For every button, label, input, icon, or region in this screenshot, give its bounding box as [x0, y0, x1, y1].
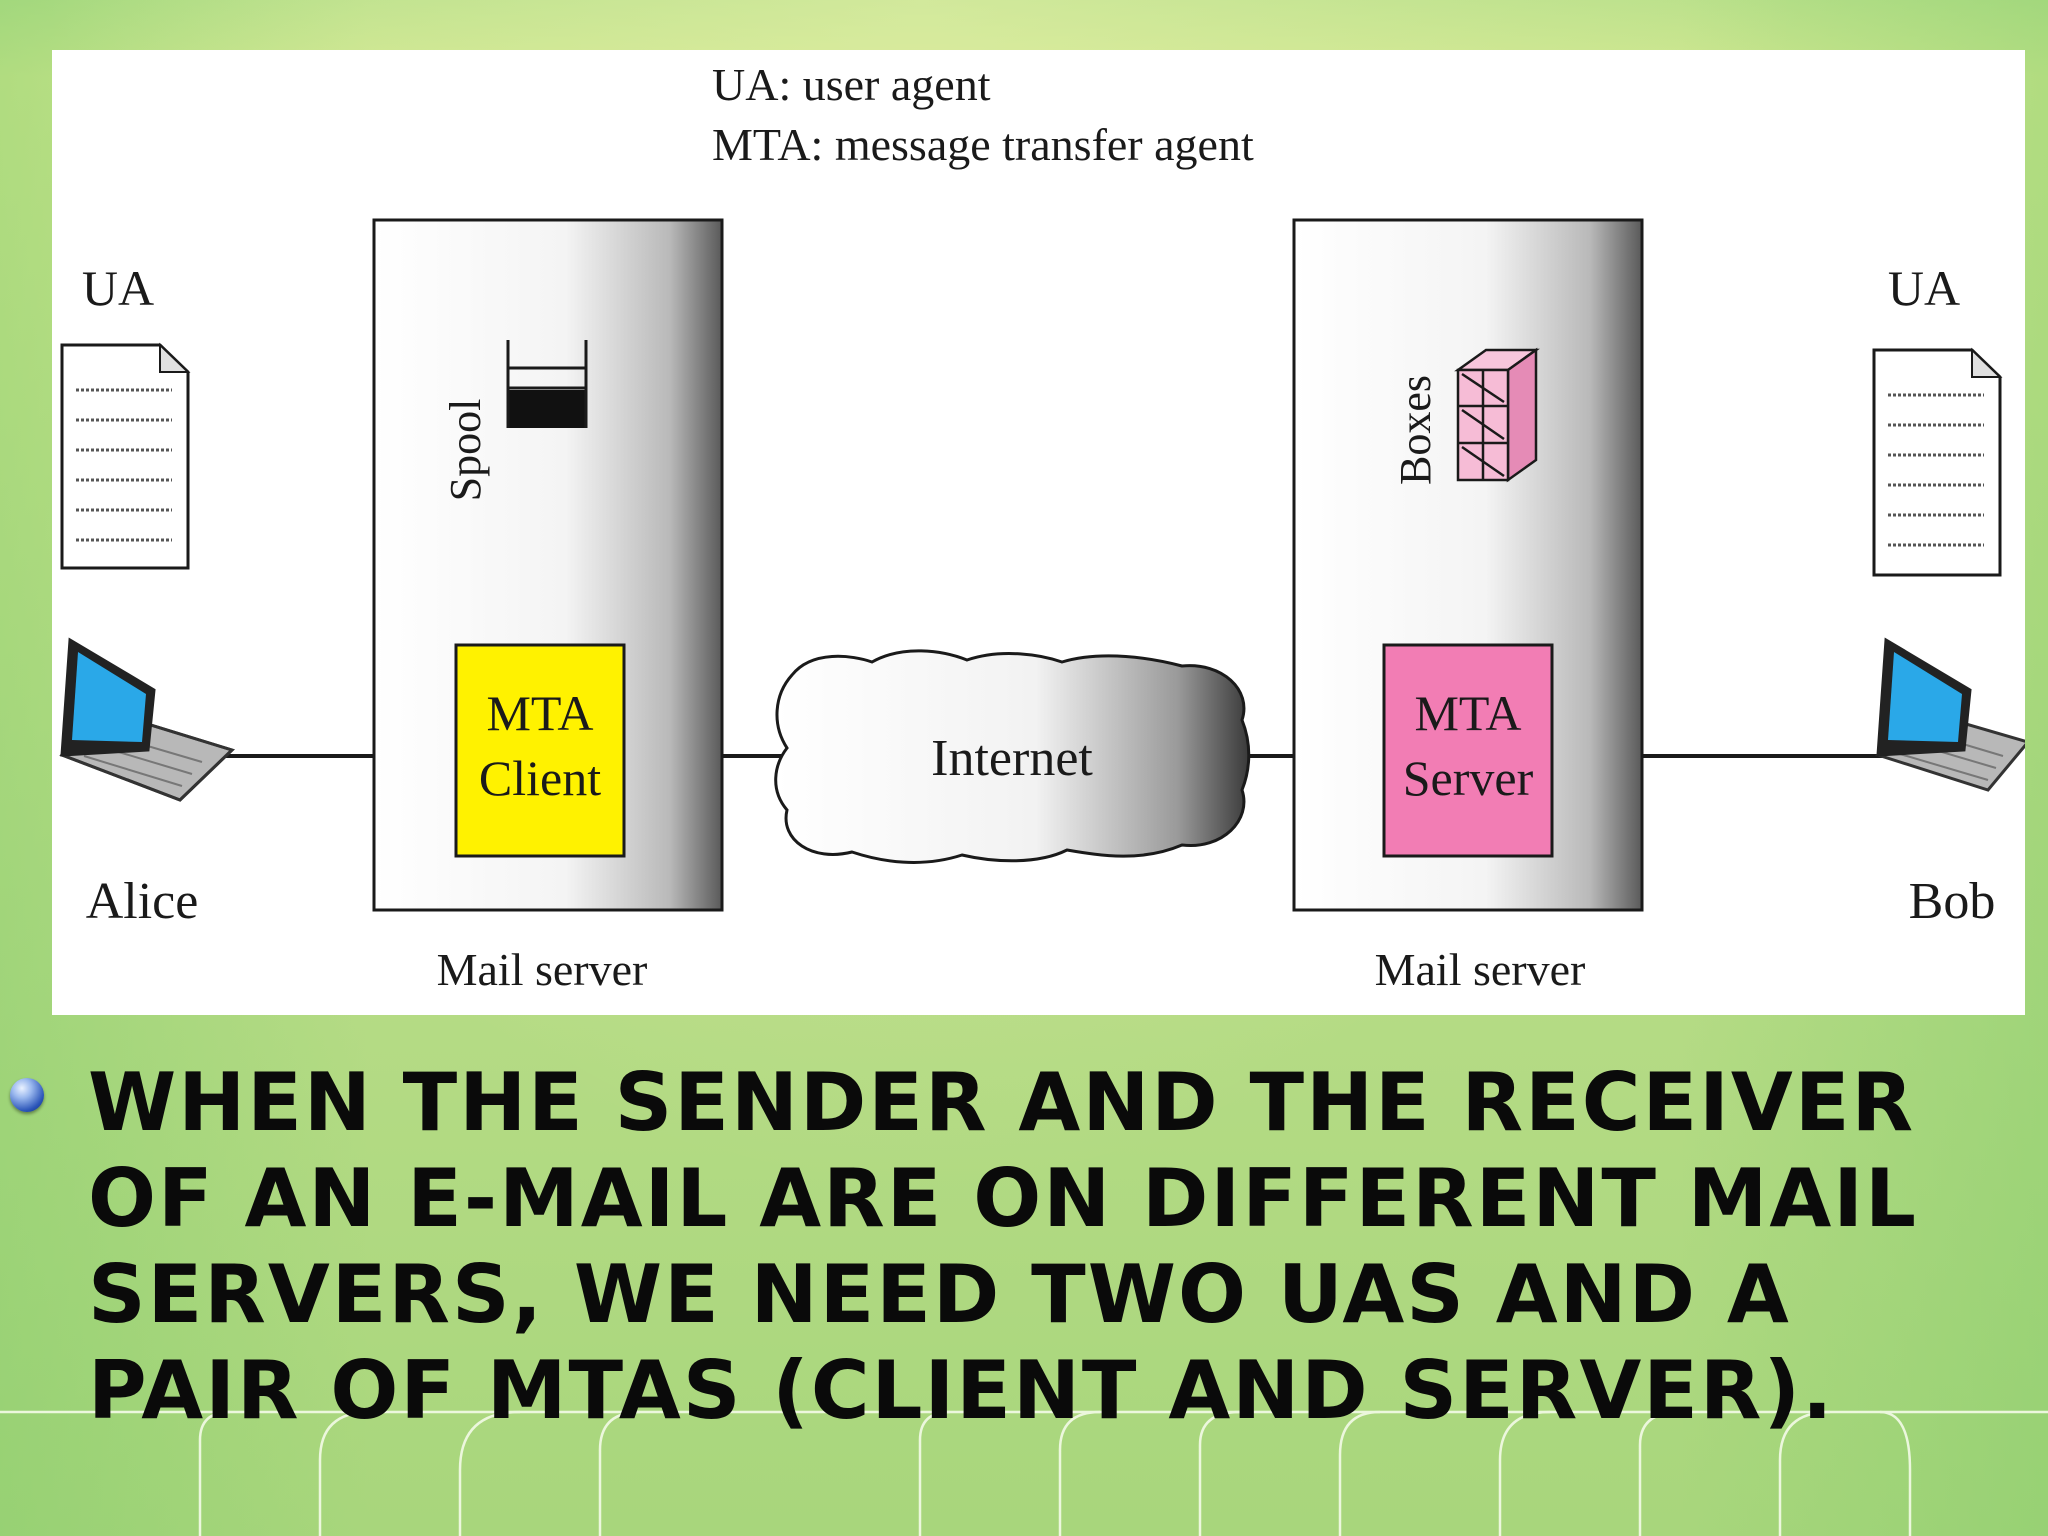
alice-laptop-icon [59, 637, 235, 802]
mailboxes-icon [1454, 347, 1540, 483]
bob-laptop-icon [1875, 637, 2025, 792]
internet-cloud [774, 649, 1251, 864]
mta-client-line1: MTA [486, 685, 593, 741]
mta-server-line1: MTA [1414, 685, 1521, 741]
receiver-ua-label: UA [1888, 260, 1960, 316]
legend-ua: UA: user agent [712, 59, 991, 110]
sender-ua-label: UA [82, 260, 154, 316]
decorative-lines [0, 1410, 2048, 1536]
mta-client-line2: Client [479, 750, 601, 806]
email-architecture-diagram: UA: user agent MTA: message transfer age… [52, 50, 2025, 1015]
legend-mta: MTA: message transfer agent [712, 119, 1254, 170]
receiver-ua-document-icon [1872, 347, 2003, 577]
sender-mail-server-label: Mail server [437, 944, 648, 995]
internet-label: Internet [931, 730, 1093, 787]
sender-spool-label: Spool [441, 399, 490, 502]
sender-ua-document-icon [60, 342, 191, 570]
slide-caption: When the sender and the receiver of an e… [88, 1056, 1919, 1437]
diagram-canvas: UA: user agent MTA: message transfer age… [59, 59, 2025, 995]
mta-client-box [454, 643, 626, 858]
receiver-mail-server-label: Mail server [1375, 944, 1586, 995]
bullet-icon [10, 1078, 44, 1112]
alice-label: Alice [86, 873, 199, 930]
mta-server-box [1382, 643, 1554, 858]
receiver-boxes-label: Boxes [1391, 375, 1440, 485]
bob-label: Bob [1909, 873, 1996, 930]
mta-server-line2: Server [1403, 750, 1534, 806]
spool-queue-icon [506, 340, 588, 428]
